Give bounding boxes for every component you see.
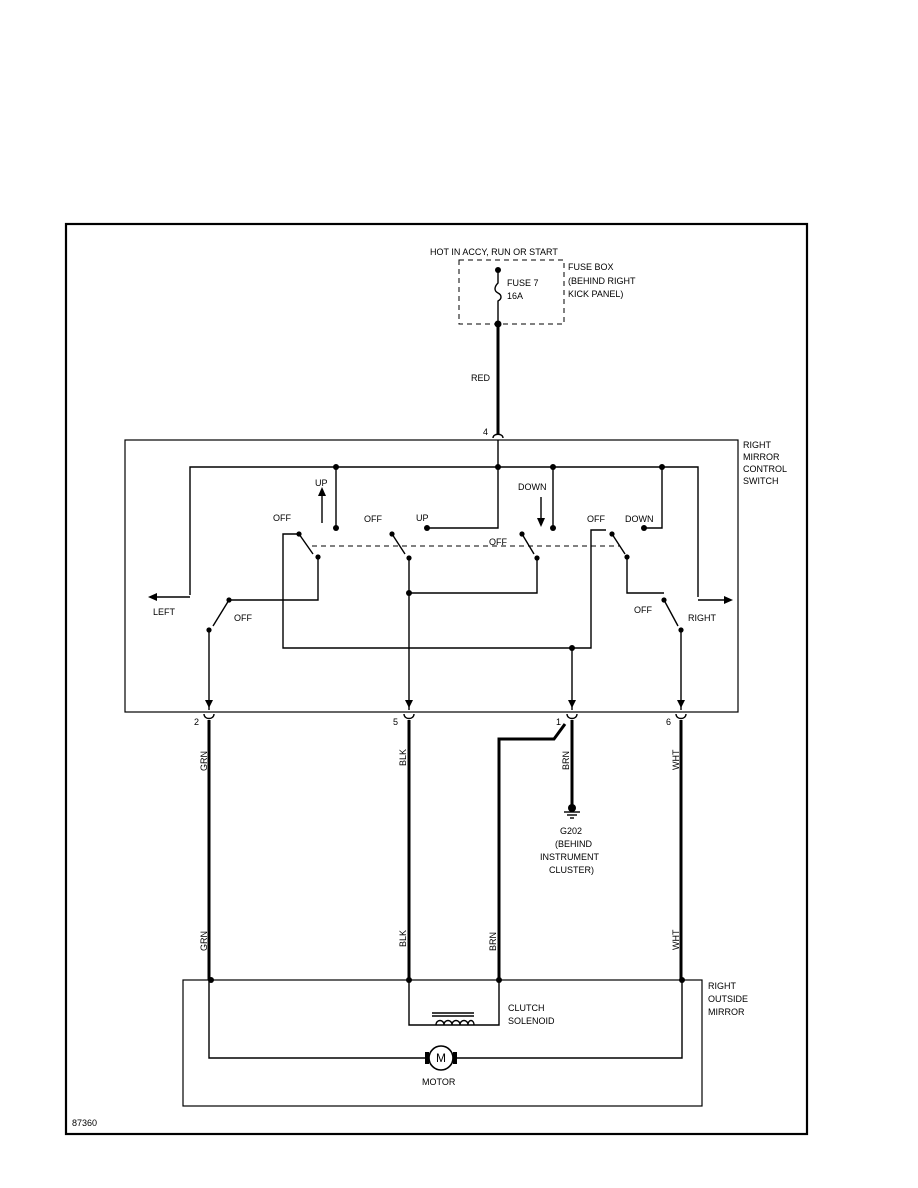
down-arrow-label: DOWN: [518, 482, 547, 492]
pin-6: 6: [666, 717, 671, 727]
mirror-title-3: MIRROR: [708, 1007, 745, 1017]
power-source-label: HOT IN ACCY, RUN OR START: [430, 247, 558, 257]
mirror-box: [182, 979, 703, 1107]
fuse-rating: 16A: [507, 291, 523, 301]
up-arrow-label: UP: [315, 478, 328, 488]
switch-title-4: SWITCH: [743, 476, 779, 486]
red-wire-label: RED: [471, 373, 491, 383]
switch-box: [124, 439, 739, 713]
off-label-6: OFF: [634, 605, 652, 615]
figure-id: 87360: [72, 1118, 97, 1128]
off-label-5: OFF: [234, 613, 252, 623]
off-label-1: OFF: [273, 513, 291, 523]
pin-2: 2: [194, 717, 199, 727]
blk-label-upper: BLK: [398, 749, 408, 766]
fuse-label: FUSE 7: [507, 278, 539, 288]
fuse-box-location-1: (BEHIND RIGHT: [568, 276, 636, 286]
grn-label-upper: GRN: [199, 751, 209, 771]
switch-title-3: CONTROL: [743, 464, 787, 474]
brn-label-upper: BRN: [561, 751, 571, 770]
pin-5: 5: [393, 717, 398, 727]
wht-label-upper: WHT: [671, 749, 681, 770]
off-label-4: OFF: [587, 514, 605, 524]
switch-title-2: MIRROR: [743, 452, 780, 462]
pin-4: 4: [483, 427, 488, 437]
mirror-internal-wiring: [208, 977, 685, 1059]
ground-icon: [564, 804, 580, 819]
brn-label-lower: BRN: [488, 932, 498, 951]
ground-location-2: INSTRUMENT: [540, 852, 599, 862]
motor-icon: M: [425, 1045, 457, 1071]
left-label: LEFT: [153, 607, 176, 617]
outer-frame: [64, 222, 809, 1136]
fuse-symbol: [494, 270, 502, 324]
up-contact-label: UP: [416, 513, 429, 523]
blk-label-lower: BLK: [398, 930, 408, 947]
switch-internal-wiring: [148, 440, 733, 710]
right-label: RIGHT: [688, 613, 717, 623]
mirror-title-1: RIGHT: [708, 981, 737, 991]
clutch-label-2: SOLENOID: [508, 1016, 555, 1026]
motor-label: MOTOR: [422, 1077, 456, 1087]
clutch-label-1: CLUTCH: [508, 1003, 545, 1013]
ground-name: G202: [560, 826, 582, 836]
ground-location-1: (BEHIND: [555, 839, 593, 849]
off-label-3: OFF: [489, 537, 507, 547]
wht-label-lower: WHT: [671, 929, 681, 950]
mirror-title-2: OUTSIDE: [708, 994, 748, 1004]
fuse-box-outline: [458, 259, 565, 325]
fuse-box-title: FUSE BOX: [568, 262, 614, 272]
ground-location-3: CLUSTER): [549, 865, 594, 875]
brn-wire-to-mirror: [497, 723, 567, 980]
fuse-box-location-2: KICK PANEL): [568, 289, 623, 299]
switch-title-1: RIGHT: [743, 440, 772, 450]
solenoid-coil-icon: [432, 1012, 475, 1026]
grn-label-lower: GRN: [199, 931, 209, 951]
down-contact-label: DOWN: [625, 514, 654, 524]
pin-1: 1: [556, 717, 561, 727]
motor-symbol: M: [436, 1051, 446, 1065]
off-label-2: OFF: [364, 514, 382, 524]
